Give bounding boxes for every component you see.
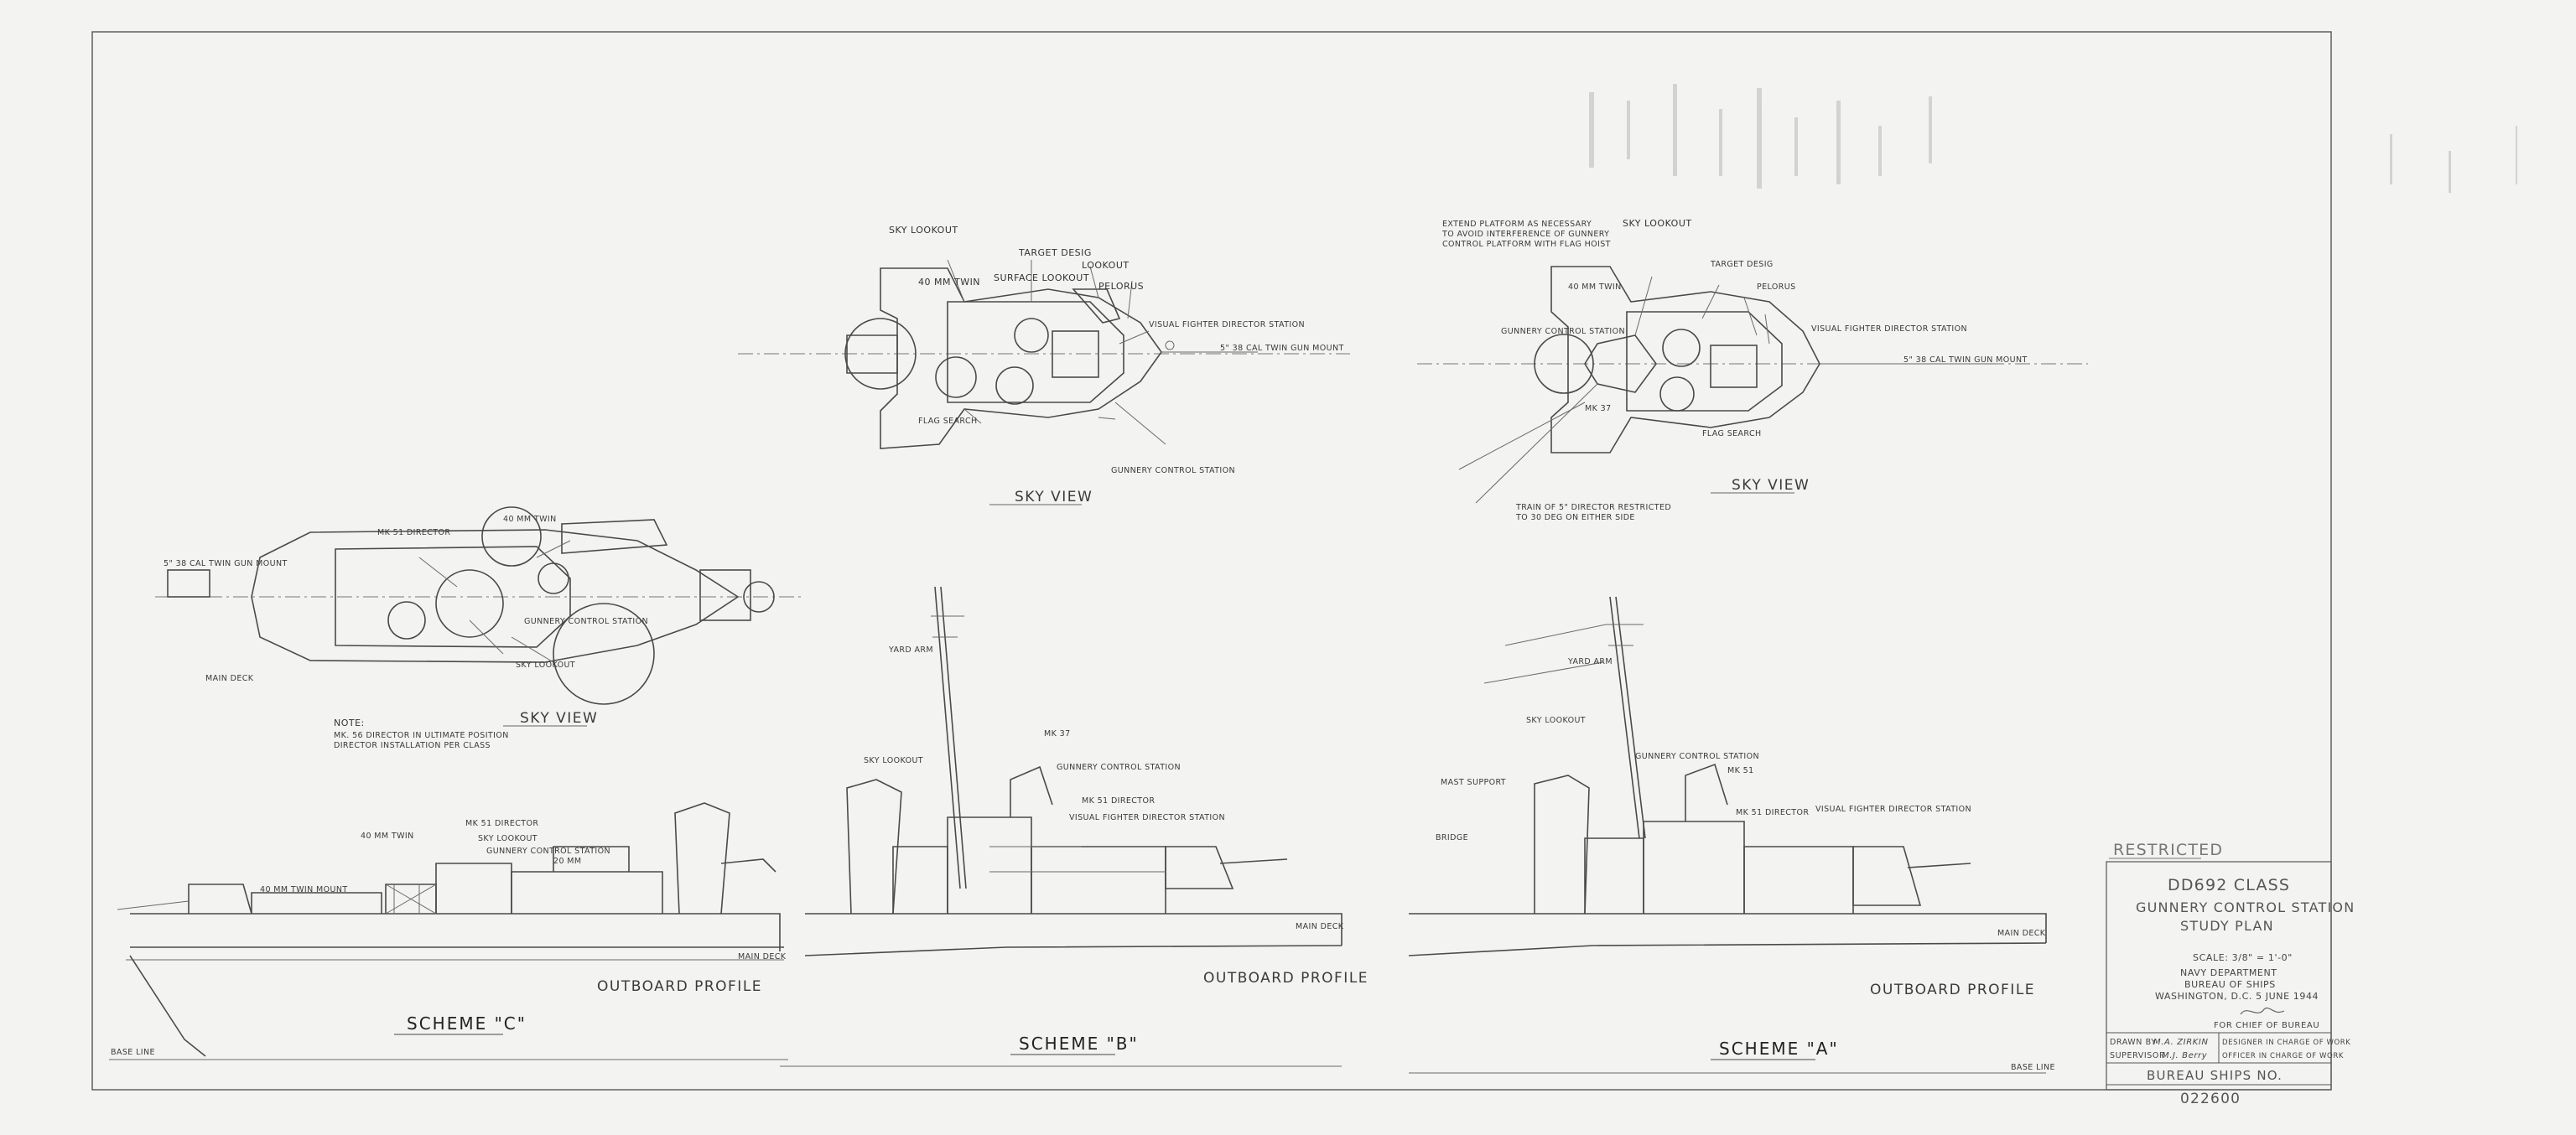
annotation-extend-platform-3: CONTROL PLATFORM WITH FLAG HOIST [1442, 240, 1611, 249]
drawn-by-label: DRAWN BY [2110, 1038, 2157, 1047]
annotation-target-desig: TARGET DESIG [1018, 247, 1092, 258]
annotation-main-deck-c: MAIN DECK [205, 674, 254, 683]
annotation-extend-platform-2: TO AVOID INTERFERENCE OF GUNNERY [1441, 230, 1609, 239]
annotation-gunnery-control-pa: GUNNERY CONTROL STATION [1635, 752, 1759, 761]
annotation-gunnery-control-a: GUNNERY CONTROL STATION [1501, 327, 1625, 336]
annotation-twin-restricted-2: TO 30 DEG ON EITHER SIDE [1515, 513, 1635, 522]
subject: GUNNERY CONTROL STATION [2136, 899, 2355, 915]
place-date: WASHINGTON, D.C. 5 JUNE 1944 [2155, 991, 2319, 1002]
annotation-visual-fighter-b: VISUAL FIGHTER DIRECTOR STATION [1069, 813, 1225, 822]
sky-view-scheme-c: 5" 38 CAL TWIN GUN MOUNT MK 51 DIRECTOR … [155, 506, 805, 750]
plan-type: STUDY PLAN [2180, 918, 2274, 934]
note-body: MK. 56 DIRECTOR IN ULTIMATE POSITION [334, 731, 509, 740]
annotation-pelorus-a: PELORUS [1757, 282, 1796, 292]
annotation-gunnery-control: GUNNERY CONTROL STATION [1111, 466, 1235, 475]
annotation-target-desig-a: TARGET DESIG [1710, 260, 1774, 269]
profile-scheme-a: YARD ARM SKY LOOKOUT GUNNERY CONTROL STA… [1408, 596, 2055, 1074]
annotation-extend-platform: EXTEND PLATFORM AS NECESSARY [1442, 220, 1592, 229]
annotation-mk-on-2: MK 51 [1727, 766, 1754, 775]
profile-scheme-b: YARD ARM SKY LOOKOUT MK 37 GUNNERY CONTR… [780, 586, 1368, 1067]
annotation-mk37-a: MK 37 [1585, 404, 1612, 413]
annotation-mk51-director: MK 51 DIRECTOR [377, 528, 450, 537]
view-title-outboard-c: OUTBOARD PROFILE [597, 978, 762, 995]
annotation-twin-restricted: TRAIN OF 5" DIRECTOR RESTRICTED [1515, 503, 1671, 512]
bureau: BUREAU OF SHIPS [2184, 979, 2276, 990]
note-body-2: DIRECTOR INSTALLATION PER CLASS [334, 741, 491, 750]
scheme-label-b: SCHEME "B" [1019, 1034, 1139, 1054]
annotation-sky-lookout: SKY LOOKOUT [889, 225, 958, 236]
annotation-visual-fighter-a: VISUAL FIGHTER DIRECTOR STATION [1811, 324, 1967, 334]
sheet-border [91, 31, 2332, 1091]
view-title-sky-view-a: SKY VIEW [1732, 477, 1810, 494]
annotation-mk37-b: MK 37 [1044, 729, 1071, 739]
annotation-twin-40mm: 40 MM TWIN [918, 277, 980, 288]
annotation-mk51-b: MK 51 DIRECTOR [1082, 796, 1155, 806]
annotation-four-twin-pc: 40 MM TWIN MOUNT [260, 885, 348, 894]
annotation-base-line-pa: BASE LINE [2011, 1063, 2055, 1072]
annotation-five-inch-twin-c: 5" 38 CAL TWIN GUN MOUNT [164, 559, 288, 568]
class-name: DD692 CLASS [2168, 876, 2290, 894]
annotation-gunnery-control-b: GUNNERY CONTROL STATION [1057, 763, 1181, 772]
approved-role-2: OFFICER IN CHARGE OF WORK [2222, 1052, 2344, 1060]
drawn-by-name: M.A. ZIRKIN [2153, 1038, 2209, 1047]
note-header: NOTE: [334, 718, 365, 728]
annotation-sky-lookout-b: SKY LOOKOUT [864, 756, 923, 765]
profile-scheme-c: 40 MM TWIN MK 51 DIRECTOR SKY LOOKOUT GU… [109, 802, 788, 1060]
annotation-lookout: LOOKOUT [1082, 260, 1130, 271]
annotation-visual-fighter-pa: VISUAL FIGHTER DIRECTOR STATION [1815, 805, 1971, 814]
annotation-gunnery-control-pc: GUNNERY CONTROL STATION [486, 847, 610, 856]
annotation-pelorus: PELORUS [1098, 281, 1144, 292]
annotation-mast-support: MAST SUPPORT [1441, 778, 1506, 787]
annotation-sky-lookout-pa: SKY LOOKOUT [1526, 716, 1586, 725]
annotation-twin-40mm-c: 40 MM TWIN [503, 515, 557, 524]
supervisor-label: SUPERVISOR [2110, 1051, 2165, 1060]
annotation-base-line-pc: BASE LINE [111, 1048, 155, 1057]
annotation-surface-lookout: SURFACE LOOKOUT [994, 272, 1089, 283]
annotation-visual-fighter: VISUAL FIGHTER DIRECTOR STATION [1149, 320, 1305, 329]
scale: SCALE: 3/8" = 1'-0" [2193, 952, 2293, 963]
annotation-sky-lookout-c: SKY LOOKOUT [516, 661, 575, 670]
annotation-five-inch-twin: 5" 38 CAL TWIN GUN MOUNT [1220, 344, 1344, 353]
annotation-five-inch-twin-a: 5" 38 CAL TWIN GUN MOUNT [1903, 355, 2028, 365]
department: NAVY DEPARTMENT [2180, 967, 2277, 978]
restricted-stamp: RESTRICTED [2113, 841, 2223, 859]
paper-stains [1589, 84, 2517, 193]
scheme-label-c: SCHEME "C" [407, 1013, 527, 1034]
annotation-flag-search: FLAG SEARCH [918, 417, 978, 426]
annotation-mk51-director-pc: MK 51 DIRECTOR [465, 819, 538, 828]
supervisor-name: M.J. Berry [2162, 1051, 2208, 1060]
title-block: RESTRICTED DD692 CLASS GUNNERY CONTROL S… [2106, 841, 2355, 1091]
view-title-sky-view-c: SKY VIEW [520, 710, 598, 727]
annotation-twenty-mm-pc: 20 MM [553, 857, 582, 866]
scheme-label-a: SCHEME "A" [1719, 1039, 1839, 1059]
annotation-main-deck-pc: MAIN DECK [738, 952, 787, 961]
annotation-yard-arm-a: YARD ARM [1567, 657, 1613, 666]
annotation-yard-arm-b: YARD ARM [888, 645, 933, 655]
annotation-sky-lookout-pc: SKY LOOKOUT [478, 834, 538, 843]
for-chief: FOR CHIEF OF BUREAU [2214, 1021, 2319, 1030]
annotation-twin-40mm-a: 40 MM TWIN [1568, 282, 1622, 292]
annotation-twin-40mm-pc: 40 MM TWIN [361, 832, 414, 841]
view-title-sky-view-b: SKY VIEW [1015, 489, 1093, 505]
bureau-ships-no-label: BUREAU SHIPS NO. [2147, 1068, 2283, 1083]
view-title-outboard-a: OUTBOARD PROFILE [1870, 982, 2035, 998]
drawing-number: 022600 [2180, 1091, 2241, 1107]
view-title-outboard-b: OUTBOARD PROFILE [1203, 970, 1368, 987]
sky-view-scheme-a: EXTEND PLATFORM AS NECESSARY TO AVOID IN… [1417, 218, 2088, 522]
annotation-main-deck-pa: MAIN DECK [1997, 929, 2046, 938]
annotation-sky-lookout-a: SKY LOOKOUT [1623, 218, 1692, 229]
annotation-mk51-pa: MK 51 DIRECTOR [1736, 808, 1809, 817]
annotation-flag-search-a: FLAG SEARCH [1702, 429, 1762, 438]
approved-role: DESIGNER IN CHARGE OF WORK [2222, 1039, 2350, 1047]
annotation-bridge-pa: BRIDGE [1436, 833, 1468, 842]
annotation-main-deck-b: MAIN DECK [1296, 922, 1344, 931]
annotation-gunnery-control-c: GUNNERY CONTROL STATION [524, 617, 648, 626]
sky-view-scheme-b: SKY LOOKOUT 40 MM TWIN TARGET DESIG SURF… [738, 225, 1350, 505]
